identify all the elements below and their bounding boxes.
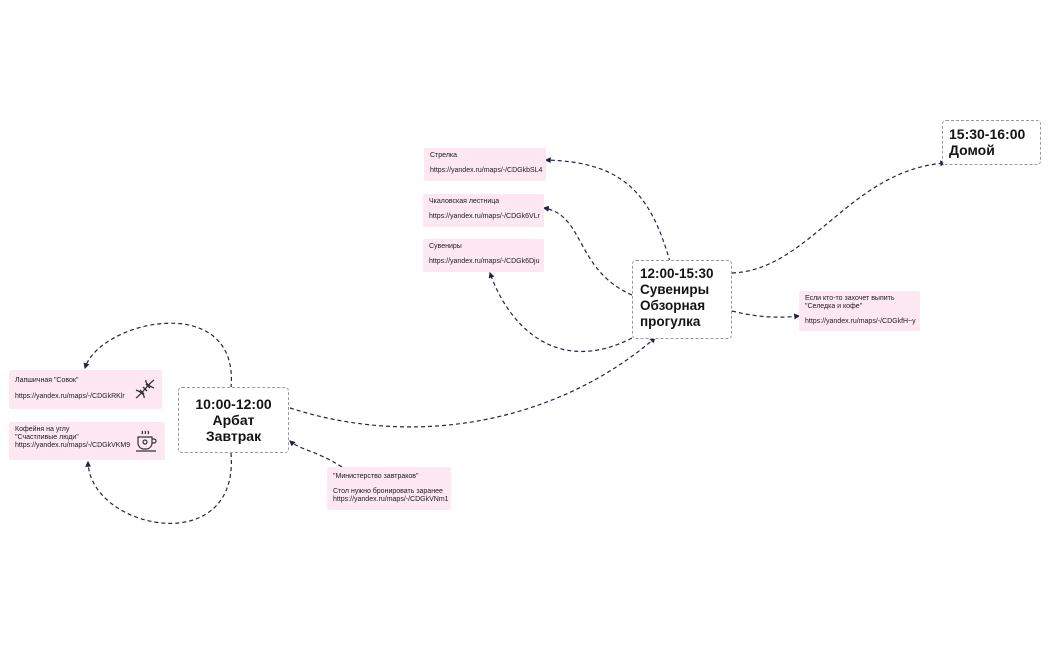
note-strelka[interactable]: Стрелка https://yandex.ru/maps/-/CDGkbSL…: [424, 148, 546, 181]
node-arbat-line2: Завтрак: [205, 428, 262, 444]
node-home-time: 15:30-16:00: [949, 126, 1026, 142]
note-lapsha-title: Лапшичная "Совок": [15, 377, 79, 384]
note-ministry-subtitle: Стол нужно бронировать заранее: [333, 488, 443, 495]
note-chkalov-url[interactable]: https://yandex.ru/maps/-/CDGk6VLr: [429, 213, 540, 220]
note-coffee-url[interactable]: https://yandex.ru/maps/-/CDGkVKM9: [15, 442, 131, 449]
link-arbat-lapsha: [83, 322, 232, 389]
link-center-chkalov: [542, 205, 633, 296]
note-coffee[interactable]: Кофейня на углу "Счастливые люди" https:…: [9, 422, 165, 460]
link-center-seledka: [731, 310, 801, 320]
coffee-cup-icon: [136, 430, 157, 452]
note-suveniry-url[interactable]: https://yandex.ru/maps/-/CDGk6Dju: [429, 258, 540, 265]
note-coffee-title2: "Счастливые люди": [15, 434, 79, 441]
note-seledka-title1: Если кто-то захочет выпить: [805, 295, 895, 302]
node-center-line1: Сувениры: [640, 282, 710, 297]
node-center-line2: Обзорная: [640, 298, 706, 313]
note-suveniry-title: Сувениры: [429, 243, 462, 250]
note-ministry[interactable]: "Министерство завтраков" Стол нужно брон…: [327, 467, 451, 510]
node-home[interactable]: 15:30-16:00 Домой: [942, 120, 1041, 165]
note-seledka-url[interactable]: https://yandex.ru/maps/-/CDGkfH~y: [805, 318, 916, 325]
note-coffee-title1: Кофейня на углу: [15, 426, 70, 433]
node-center[interactable]: 12:00-15:30 Сувениры Обзорная прогулка: [632, 260, 732, 339]
node-center-time: 12:00-15:30: [640, 266, 714, 281]
link-center-suveniry: [488, 271, 633, 353]
dna-icon: [135, 379, 155, 399]
note-strelka-title: Стрелка: [430, 152, 458, 159]
note-lapsha[interactable]: Лапшичная "Совок" https://yandex.ru/maps…: [9, 370, 162, 409]
note-seledka[interactable]: Если кто-то захочет выпить "Селедка и ко…: [799, 291, 920, 331]
note-seledka-title2: "Селедка и кофе": [805, 303, 863, 310]
note-chkalov[interactable]: Чкаловская лестница https://yandex.ru/ma…: [423, 194, 544, 227]
node-home-line1: Домой: [949, 142, 995, 158]
note-ministry-title: "Министерство завтраков": [333, 473, 419, 480]
node-center-line3: прогулка: [640, 314, 701, 329]
note-chkalov-title: Чкаловская лестница: [429, 198, 500, 205]
note-suveniry[interactable]: Сувениры https://yandex.ru/maps/-/CDGk6D…: [423, 239, 544, 272]
link-ministry-arbat: [289, 440, 343, 468]
note-ministry-url[interactable]: https://yandex.ru/maps/-/CDGkVNm1: [333, 496, 449, 503]
node-arbat[interactable]: 10:00-12:00 Арбат Завтрак: [178, 387, 289, 453]
link-arbat-coffee: [85, 452, 232, 524]
node-arbat-time: 10:00-12:00: [195, 396, 272, 412]
link-arbat-center: [289, 337, 656, 428]
note-lapsha-url[interactable]: https://yandex.ru/maps/-/CDGkRKlr: [15, 393, 125, 400]
link-center-home: [731, 160, 947, 274]
note-strelka-url[interactable]: https://yandex.ru/maps/-/CDGkbSL4: [430, 167, 543, 174]
link-center-strelka: [544, 157, 671, 263]
node-arbat-line1: Арбат: [212, 412, 255, 428]
